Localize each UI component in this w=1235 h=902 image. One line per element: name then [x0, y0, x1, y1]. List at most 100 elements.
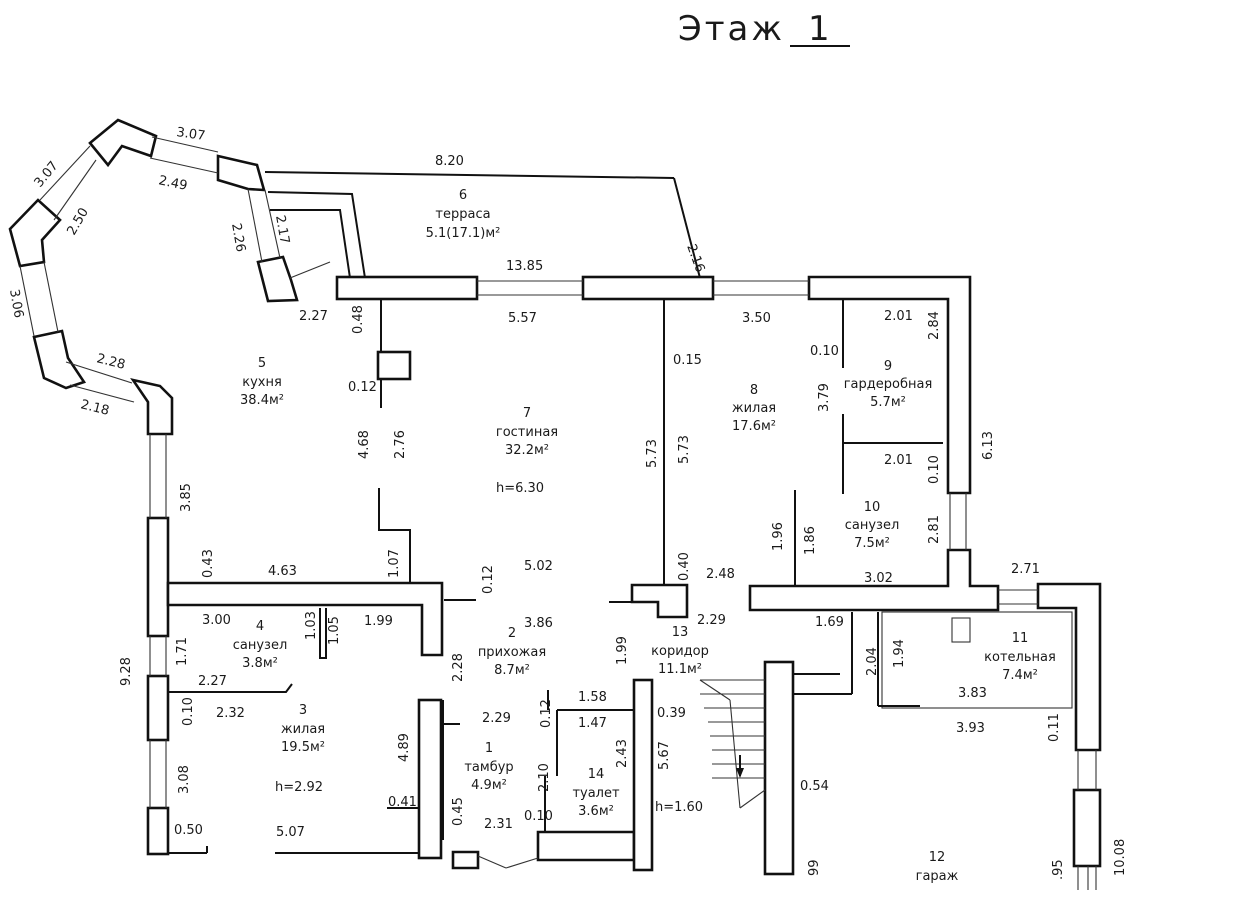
- room-9-name: гардеробная: [844, 377, 933, 392]
- room-4-name: санузел: [233, 638, 288, 653]
- dim: 5.57: [508, 311, 537, 326]
- dim: 3.02: [864, 571, 893, 586]
- room-4-number: 4: [256, 619, 264, 634]
- room-1-name: тамбур: [464, 760, 513, 775]
- dim: 0.40: [677, 552, 692, 581]
- room-11-area: 7.4м²: [1002, 668, 1038, 683]
- room-3-name: жилая: [281, 722, 325, 737]
- dim: 4.89: [397, 733, 412, 762]
- plan-title: Этаж: [678, 9, 785, 49]
- bay-window: [8, 118, 331, 436]
- dimension-labels: 3.07 3.07 2.49 2.50 8.20 2.16 2.17 2.26 …: [6, 125, 1128, 880]
- room-8-number: 8: [750, 383, 758, 398]
- dim: 1.07: [387, 549, 402, 578]
- dim: 2.29: [697, 613, 726, 628]
- dim: 1.69: [815, 615, 844, 630]
- room-8-name: жилая: [732, 401, 776, 416]
- dim: 1.94: [892, 639, 907, 668]
- dim: 1.86: [803, 526, 818, 555]
- room-11-name: котельная: [984, 650, 1056, 665]
- dim: 3.08: [177, 765, 192, 794]
- room-14-area: 3.6м²: [578, 804, 614, 819]
- room-7-number: 7: [523, 406, 531, 421]
- room-5-area: 38.4м²: [240, 393, 284, 408]
- room-3-number: 3: [299, 703, 307, 718]
- height-living: h=6.30: [496, 481, 544, 496]
- room-13-name: коридор: [651, 644, 709, 659]
- dim: 5.73: [677, 435, 692, 464]
- walls: [146, 275, 1102, 890]
- room-13-number: 13: [672, 625, 689, 640]
- floor-number: 1: [808, 9, 833, 49]
- room-10-name: санузел: [845, 518, 900, 533]
- room-2-number: 2: [508, 626, 516, 641]
- dim: 3.50: [742, 311, 771, 326]
- room-14-number: 14: [588, 767, 605, 782]
- dim: 0.11: [1047, 713, 1062, 742]
- room-8-area: 17.6м²: [732, 419, 776, 434]
- dim: 0.12: [539, 699, 554, 728]
- dim: 2.48: [706, 567, 735, 582]
- dim: 2.26: [228, 222, 248, 253]
- dim: 1.99: [364, 614, 393, 629]
- room-6-number: 6: [459, 188, 467, 203]
- dim: 0.10: [810, 344, 839, 359]
- dim: 0.10: [524, 809, 553, 824]
- room-13-area: 11.1м²: [658, 662, 702, 677]
- dim: 0.50: [174, 823, 203, 838]
- dim: 2.76: [393, 430, 408, 459]
- dim: 0.45: [451, 797, 466, 826]
- room-12-number: 12: [929, 850, 946, 865]
- dim: 5.73: [645, 439, 660, 468]
- dim: 10.08: [1113, 839, 1128, 876]
- dim: 3.07: [32, 159, 62, 191]
- dim: 6.13: [981, 431, 996, 460]
- dim: 0.39: [657, 706, 686, 721]
- dim: 3.83: [958, 686, 987, 701]
- dim: 9.28: [119, 657, 134, 686]
- height-bedroom: h=2.92: [275, 780, 323, 795]
- dim: 5.67: [657, 741, 672, 770]
- dim: 2.16: [683, 242, 707, 274]
- dim: 1.58: [578, 690, 607, 705]
- room-labels: 6 терраса 5.1(17.1)м² 5 кухня 38.4м² 7 г…: [233, 188, 1056, 884]
- dim: 2.84: [927, 311, 942, 340]
- dim: 2.18: [79, 397, 111, 419]
- dim: 2.17: [272, 214, 292, 245]
- dim: 5.02: [524, 559, 553, 574]
- dim: 3.93: [956, 721, 985, 736]
- room-7-name: гостиная: [496, 425, 558, 440]
- dim: 1.96: [771, 522, 786, 551]
- dim: 99: [807, 859, 822, 876]
- dim: 2.27: [299, 309, 328, 324]
- room-3-area: 19.5м²: [281, 740, 325, 755]
- dim: 13.85: [506, 259, 543, 274]
- dim: 1.71: [175, 637, 190, 666]
- room-14-name: туалет: [572, 786, 620, 801]
- height-corridor: h=1.60: [655, 800, 703, 815]
- dim: 0.10: [181, 697, 196, 726]
- dim: 1.05: [327, 616, 342, 645]
- room-7-area: 32.2м²: [505, 443, 549, 458]
- room-6-area: 5.1(17.1)м²: [426, 226, 501, 241]
- room-1-number: 1: [485, 741, 493, 756]
- dim: 0.43: [201, 549, 216, 578]
- dim: 0.54: [800, 779, 829, 794]
- dim: 1.03: [304, 611, 319, 640]
- room-6-name: терраса: [435, 207, 490, 222]
- dim: 4.68: [357, 430, 372, 459]
- dim: 3.07: [175, 125, 206, 144]
- dim: 3.79: [817, 383, 832, 412]
- dim: 2.31: [484, 817, 513, 832]
- room-1-area: 4.9м²: [471, 778, 507, 793]
- room-5-name: кухня: [242, 375, 282, 390]
- dim: 2.43: [615, 739, 630, 768]
- dim: 1.47: [578, 716, 607, 731]
- room-12-name: гараж: [916, 869, 959, 884]
- dim: 2.49: [157, 173, 188, 194]
- room-10-number: 10: [864, 500, 881, 515]
- room-11-number: 11: [1012, 631, 1029, 646]
- dim: 2.50: [64, 205, 91, 238]
- dim: 2.32: [216, 706, 245, 721]
